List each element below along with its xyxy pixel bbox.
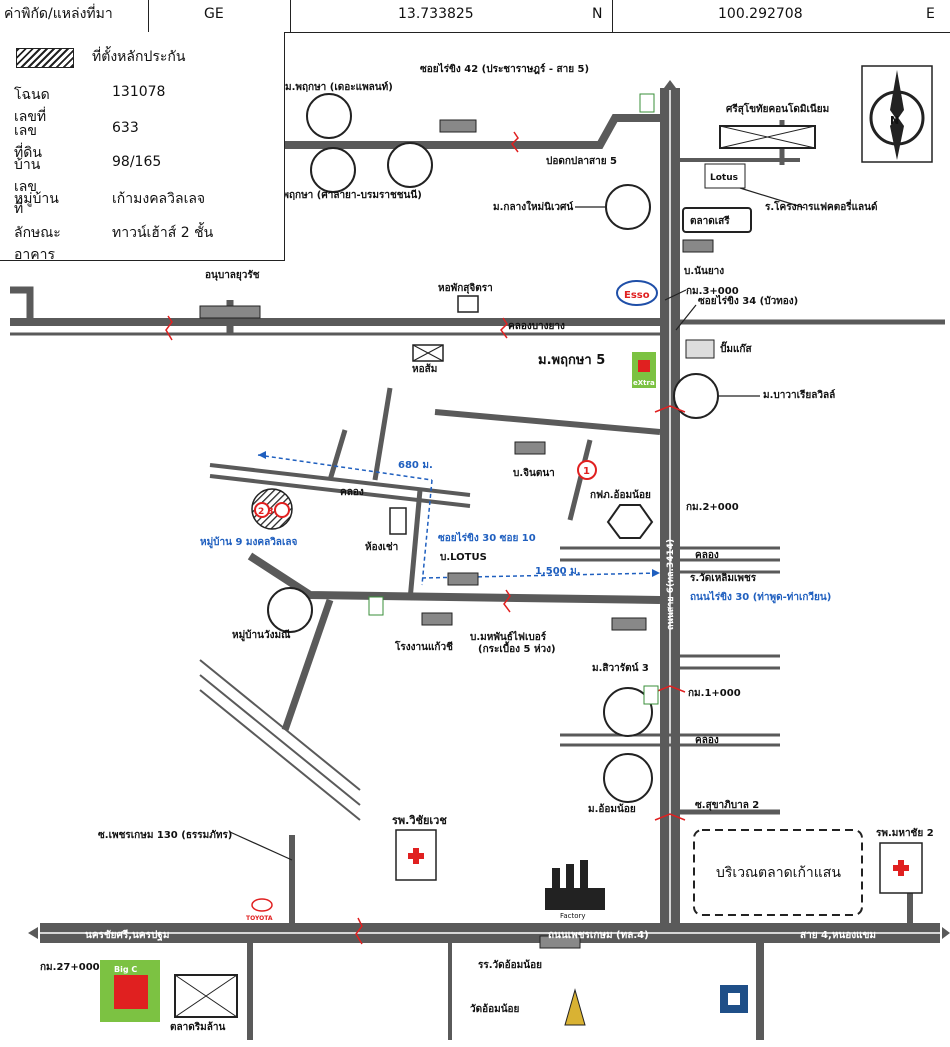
label-rp-mahachai: รพ.มหาชัย 2 (876, 827, 934, 839)
label-dist-1500: 1,500 ม. (535, 566, 581, 577)
label-ban-nanyang: บ.นันยาง (684, 265, 724, 277)
label-km3: กม.3+000 (686, 286, 739, 297)
label-toyota: TOYOTA (246, 915, 273, 922)
label-extra: eXtra (633, 379, 655, 387)
latitude-dir: N (592, 6, 603, 22)
compass-icon (861, 65, 933, 163)
label-sai4: สาย 4,หนองแขม (800, 930, 876, 941)
label-hor-som: หอส้ม (412, 363, 437, 375)
latitude-value: 13.733825 (398, 6, 474, 22)
collateral-info-panel: ที่ตั้งหลักประกัน โฉนดเลขที่131078 เลขที… (0, 32, 285, 263)
coordinate-header: ค่าพิกัด/แหล่งที่มา GE 13.733825 N 100.2… (0, 0, 950, 33)
label-khlong-bangyang: คลองบางยาง (508, 321, 565, 332)
collateral-legend-label: ที่ตั้งหลักประกัน (92, 49, 186, 65)
label-m-bawa: ม.บาวาเรียลวิลล์ (763, 389, 835, 401)
label-lotus: Lotus (710, 173, 738, 183)
seven-eleven-icon (368, 93, 659, 705)
label-soi34: ซอยไร่ขิง 34 (บัวทอง) (698, 294, 798, 307)
label-khlong2: คลอง (695, 550, 719, 561)
label-soi30-10: ซอยไร่ขิง 30 ซอย 10 (438, 531, 536, 544)
label-kraboeng: (กระเบื้อง 5 ห่วง) (478, 641, 556, 655)
label-kfp: กฟภ.อ้อมน้อย (590, 489, 651, 501)
factory-icon (199, 119, 714, 949)
label-sri-sukho: ศรีสุโขทัยคอนโดมิเนียม (726, 102, 829, 115)
label-ban-jintana: บ.จินตนา (513, 467, 555, 479)
label-wat-salpet: ร.วัดเหลิมเพชร (690, 572, 757, 584)
coord-source: GE (204, 6, 224, 22)
bigc-extra-icon (632, 352, 656, 388)
label-pak-thon: ปอดกปลาสาย 5 (546, 155, 617, 167)
label-num23: 2 3 (258, 507, 274, 517)
label-talad-rimlan: ตลาดริมล้าน (170, 1021, 225, 1033)
longitude-dir: E (926, 6, 935, 22)
toyota-icon (251, 898, 273, 912)
label-factory-glass: โรงงานแก้วชี (394, 640, 453, 653)
label-dist-680: 680 ม. (398, 460, 433, 471)
building-icon (174, 125, 816, 1018)
label-khlong3: คลอง (695, 735, 719, 746)
label-nakhon: นครชัยศรี,นครปฐม (85, 929, 169, 941)
label-ban-lotus: บ.LOTUS (440, 552, 487, 563)
label-pump: ปั๊มแก๊ส (720, 341, 752, 355)
label-factory: Factory (560, 912, 586, 920)
label-m-pruksa5: ม.พฤกษา 5 (538, 353, 605, 368)
label-esso: Esso (624, 290, 650, 301)
bank-icon (720, 985, 748, 1013)
main-road-vertical (660, 80, 680, 928)
collateral-location-marker (251, 488, 293, 530)
label-m-pruksa-sala: ม.พฤกษา (ศาลายา-บรมราชชนนี) (272, 189, 422, 201)
label-km1: กม.1+000 (688, 688, 741, 699)
collateral-legend-swatch (16, 48, 74, 68)
label-phet130: ซ.เพชรเกษม 130 (ธรรมภัทร) (98, 829, 232, 841)
label-rp-wichai: รพ.วิชัยเวช (392, 814, 447, 827)
label-mooban-wangmani: หมู่บ้านวังมณี (232, 629, 291, 642)
label-km2: กม.2+000 (686, 502, 739, 513)
esso-icon (616, 280, 658, 306)
coord-source-label: ค่าพิกัด/แหล่งที่มา (4, 6, 113, 22)
label-rs-project: ร.โครงการแฟคตอรี่แลนด์ (765, 199, 878, 213)
label-bigc: Big C (114, 965, 137, 974)
label-rr-wat: รร.วัดอ้อมน้อย (478, 959, 542, 971)
label-khlong1: คลอง (340, 487, 364, 498)
label-phetkasem: ถนนเพชรเกษม (ทล.4) (548, 930, 649, 941)
label-road-soi30: ถนนไร่ขิง 30 (ท่าพูด-ท่าเกวียน) (690, 590, 831, 604)
big-factory-icon (545, 860, 605, 910)
label-road-main: ถนนสาย 6(ทล.3414) (666, 539, 676, 630)
label-hong-chao: ห้องเช่า (365, 541, 398, 553)
label-m-pruksa-top: ม.พฤกษา (เดอะแพลนท์) (285, 81, 393, 93)
label-sukhapiban2: ซ.สุขาภิบาล 2 (695, 799, 759, 811)
phetkasem-road (28, 923, 950, 943)
label-ban-mahaphan: บ.มหพันธ์ไฟเบอร์ (470, 630, 547, 643)
label-m-klang: ม.กลางใหม่นิเวศน์ (493, 200, 573, 213)
label-km27: กม.27+000 (40, 962, 100, 973)
label-anubal: อนุบาลยุวรัช (205, 269, 260, 281)
label-m-siwarat: ม.สิวารัตน์ 3 (592, 662, 649, 674)
temple-icon (564, 988, 586, 1026)
label-num1: 1 (583, 466, 590, 477)
label-wat-omnoi: วัดอ้อมน้อย (470, 1003, 520, 1015)
label-m-omnoi: ม.อ้อมน้อย (588, 803, 636, 815)
label-talad-nat: ตลาดนัด (390, 159, 428, 171)
label-talad-sri: ตลาดเสรี (690, 215, 730, 227)
hospital-icon (395, 829, 923, 894)
label-mooban9: หมู่บ้าน 9 มงคลวิลเลจ (200, 536, 297, 549)
label-soi42: ซอยไร่ขิง 42 (ประชาราษฎร์ - สาย 5) (420, 62, 589, 75)
longitude-value: 100.292708 (718, 6, 803, 22)
bigc-icon (100, 960, 160, 1022)
label-road-right: ถนนเศรษฐกิจ (766, 983, 776, 1030)
label-talad-kaosaen: บริเวณตลาดเก้าแสน (716, 865, 841, 881)
label-hor-sujitra: หอพักสุจิตรา (438, 282, 493, 294)
label-north: N (890, 114, 899, 127)
